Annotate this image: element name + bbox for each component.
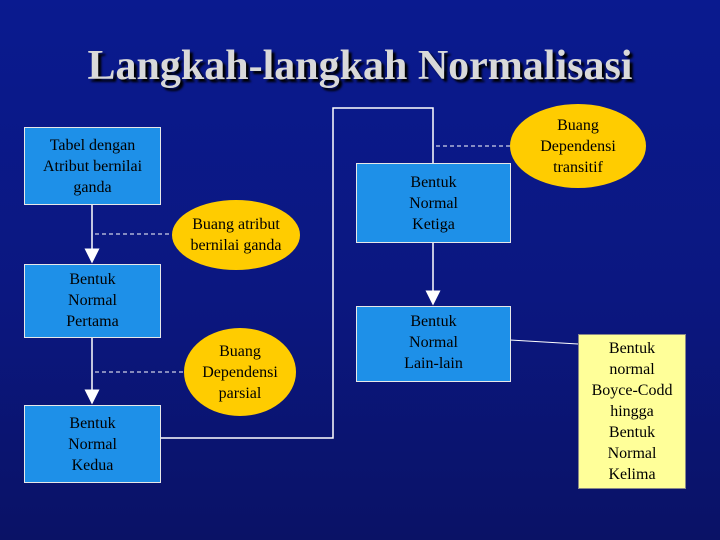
box-bcnf-to-fifth-normal-form: Bentuk normal Boyce-Codd hingga Bentuk N… xyxy=(578,334,686,489)
oval-remove-transitive-dependency: Buang Dependensi transitif xyxy=(510,104,646,188)
box-unnormalized-table: Tabel dengan Atribut bernilai ganda xyxy=(24,127,161,205)
oval-remove-partial-dependency: Buang Dependensi parsial xyxy=(184,328,296,416)
box-third-normal-form: Bentuk Normal Ketiga xyxy=(356,163,511,243)
path-nf2-to-nf3 xyxy=(160,107,434,439)
slide-title: Langkah-langkah Normalisasi xyxy=(87,43,633,89)
oval-remove-multivalued: Buang atribut bernilai ganda xyxy=(172,200,300,270)
box-first-normal-form: Bentuk Normal Pertama xyxy=(24,264,161,338)
box-second-normal-form: Bentuk Normal Kedua xyxy=(24,405,161,483)
line-to-bcnf xyxy=(509,339,579,345)
box-other-normal-forms: Bentuk Normal Lain-lain xyxy=(356,306,511,382)
